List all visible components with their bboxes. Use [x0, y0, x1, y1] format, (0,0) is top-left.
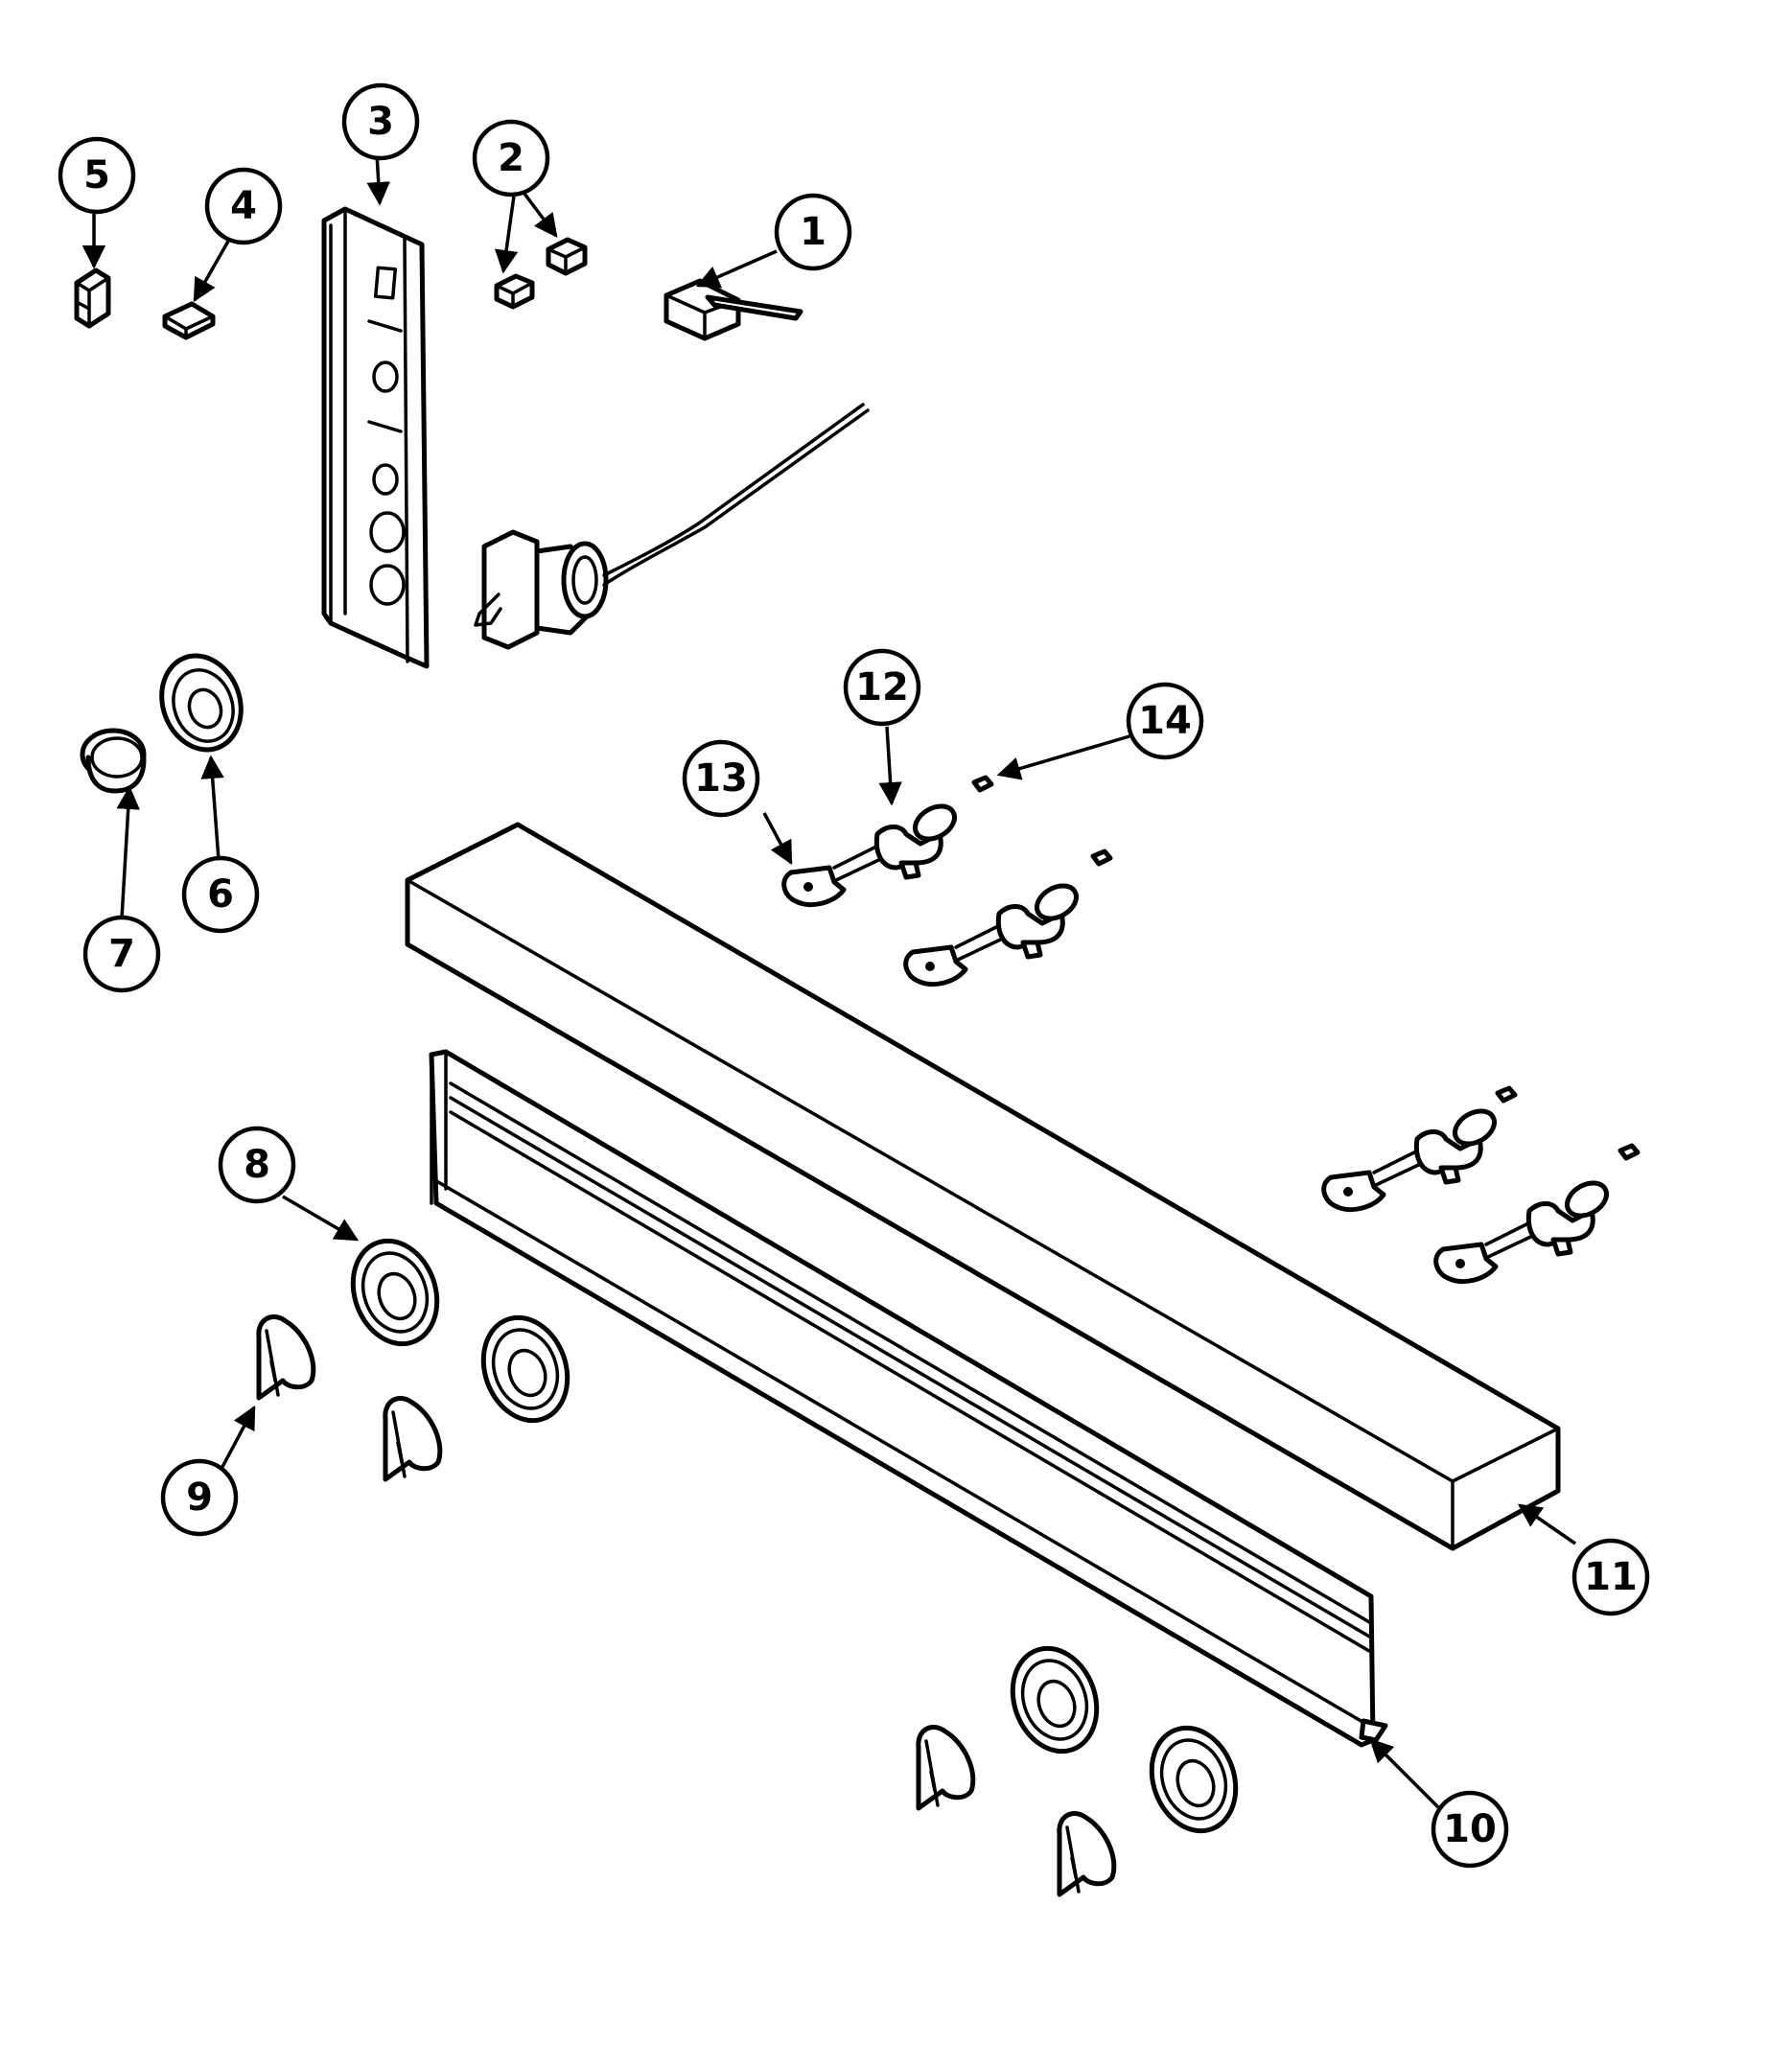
callout-12-label: 12 [855, 665, 909, 709]
callout-7-label: 7 [108, 932, 135, 976]
callout-5-label: 5 [83, 153, 110, 198]
callout-13: 13 [682, 739, 760, 818]
callout-11: 11 [1571, 1538, 1650, 1616]
valve-assembly-1 [781, 775, 994, 907]
callout-4-label: 4 [230, 184, 257, 228]
callout-13-label: 13 [694, 756, 748, 801]
part-5-block [74, 267, 111, 329]
callout-7: 7 [82, 915, 161, 993]
callout-6-label: 6 [207, 872, 234, 917]
part-9-knobs [256, 1314, 1117, 1897]
callout-2-label: 2 [498, 136, 524, 180]
callout-1: 1 [774, 193, 852, 271]
callout-10-label: 10 [1443, 1807, 1497, 1851]
part-8-bezels [350, 1238, 1239, 1834]
leader-lines [81, 152, 1576, 1809]
callout-11-label: 11 [1584, 1555, 1638, 1599]
callout-3: 3 [341, 82, 420, 161]
part-10-panel-rail [429, 1049, 1388, 1748]
part-2-clips [494, 237, 588, 310]
part-3-bracket [321, 206, 430, 669]
part-7-button [80, 728, 147, 794]
callout-3-label: 3 [367, 100, 394, 144]
callout-2: 2 [472, 119, 550, 198]
callout-10: 10 [1431, 1790, 1509, 1869]
valve-assembly-4 [1433, 1143, 1641, 1284]
callout-5: 5 [58, 136, 136, 215]
callout-14: 14 [1126, 682, 1204, 760]
part-4-pad [162, 301, 216, 340]
callout-4: 4 [204, 167, 283, 245]
callout-9: 9 [160, 1458, 239, 1537]
callout-1-label: 1 [800, 210, 826, 254]
callout-9-label: 9 [186, 1476, 213, 1520]
part-6-bezel [159, 653, 244, 753]
valve-assembly-2 [903, 848, 1113, 987]
callout-6: 6 [181, 855, 260, 934]
part-11-cover-box [405, 822, 1561, 1551]
callout-8-label: 8 [244, 1143, 270, 1187]
part-1-switch [663, 278, 803, 341]
callout-12: 12 [843, 648, 921, 727]
thermostat [474, 403, 870, 650]
callout-8: 8 [218, 1126, 296, 1204]
callout-14-label: 14 [1138, 699, 1192, 743]
valve-assembly-3 [1321, 1085, 1518, 1212]
